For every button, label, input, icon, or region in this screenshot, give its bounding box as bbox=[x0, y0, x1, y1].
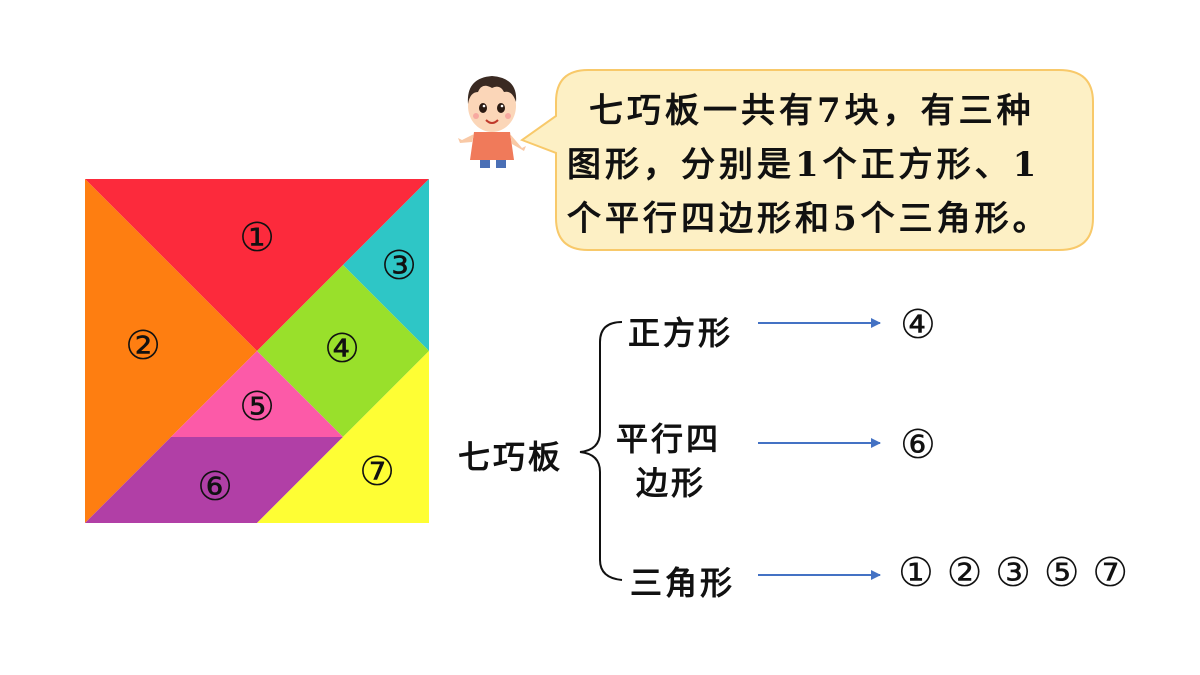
category-square: 正方形 bbox=[628, 314, 734, 352]
speech-line-1: 七巧板一共有7块，有三种 bbox=[589, 91, 1035, 131]
cartoon-boy-illustration bbox=[458, 76, 526, 168]
result-square: ④ bbox=[900, 302, 936, 348]
category-parallelogram-line2: 边形 bbox=[636, 464, 707, 502]
tangram-piece-2 bbox=[85, 179, 257, 523]
piece-label-3: ③ bbox=[381, 243, 417, 289]
tangram-piece-5 bbox=[171, 351, 343, 437]
piece-label-6: ⑥ bbox=[197, 464, 233, 510]
speech-text: 七巧板一共有7块，有三种 图形，分别是1个正方形、1 个平行四边形和5个三角形。 bbox=[567, 84, 1087, 246]
speech-bubble-shape bbox=[520, 69, 1094, 251]
result-parallelogram: ⑥ bbox=[900, 422, 936, 468]
piece-label-7: ⑦ bbox=[359, 449, 395, 495]
speech-line-3: 个平行四边形和5个三角形。 bbox=[567, 199, 1051, 239]
piece-label-4: ④ bbox=[324, 326, 360, 372]
speech-line-2: 图形，分别是1个正方形、1 bbox=[567, 145, 1041, 185]
tangram-diagram: ① ② ③ ④ ⑤ ⑥ ⑦ bbox=[85, 179, 429, 523]
tangram-piece-7 bbox=[257, 351, 429, 523]
piece-label-1: ① bbox=[239, 215, 275, 261]
category-triangle: 三角形 bbox=[630, 564, 736, 602]
tangram-piece-3 bbox=[343, 179, 429, 351]
result-triangle: ① ② ③ ⑤ ⑦ bbox=[898, 550, 1129, 596]
tree-root-label: 七巧板 bbox=[458, 438, 564, 476]
tangram-piece-1 bbox=[85, 179, 429, 351]
piece-label-2: ② bbox=[125, 323, 161, 369]
speech-bubble bbox=[520, 69, 1094, 251]
piece-label-5: ⑤ bbox=[239, 384, 275, 430]
category-parallelogram-line1: 平行四 bbox=[616, 420, 722, 458]
